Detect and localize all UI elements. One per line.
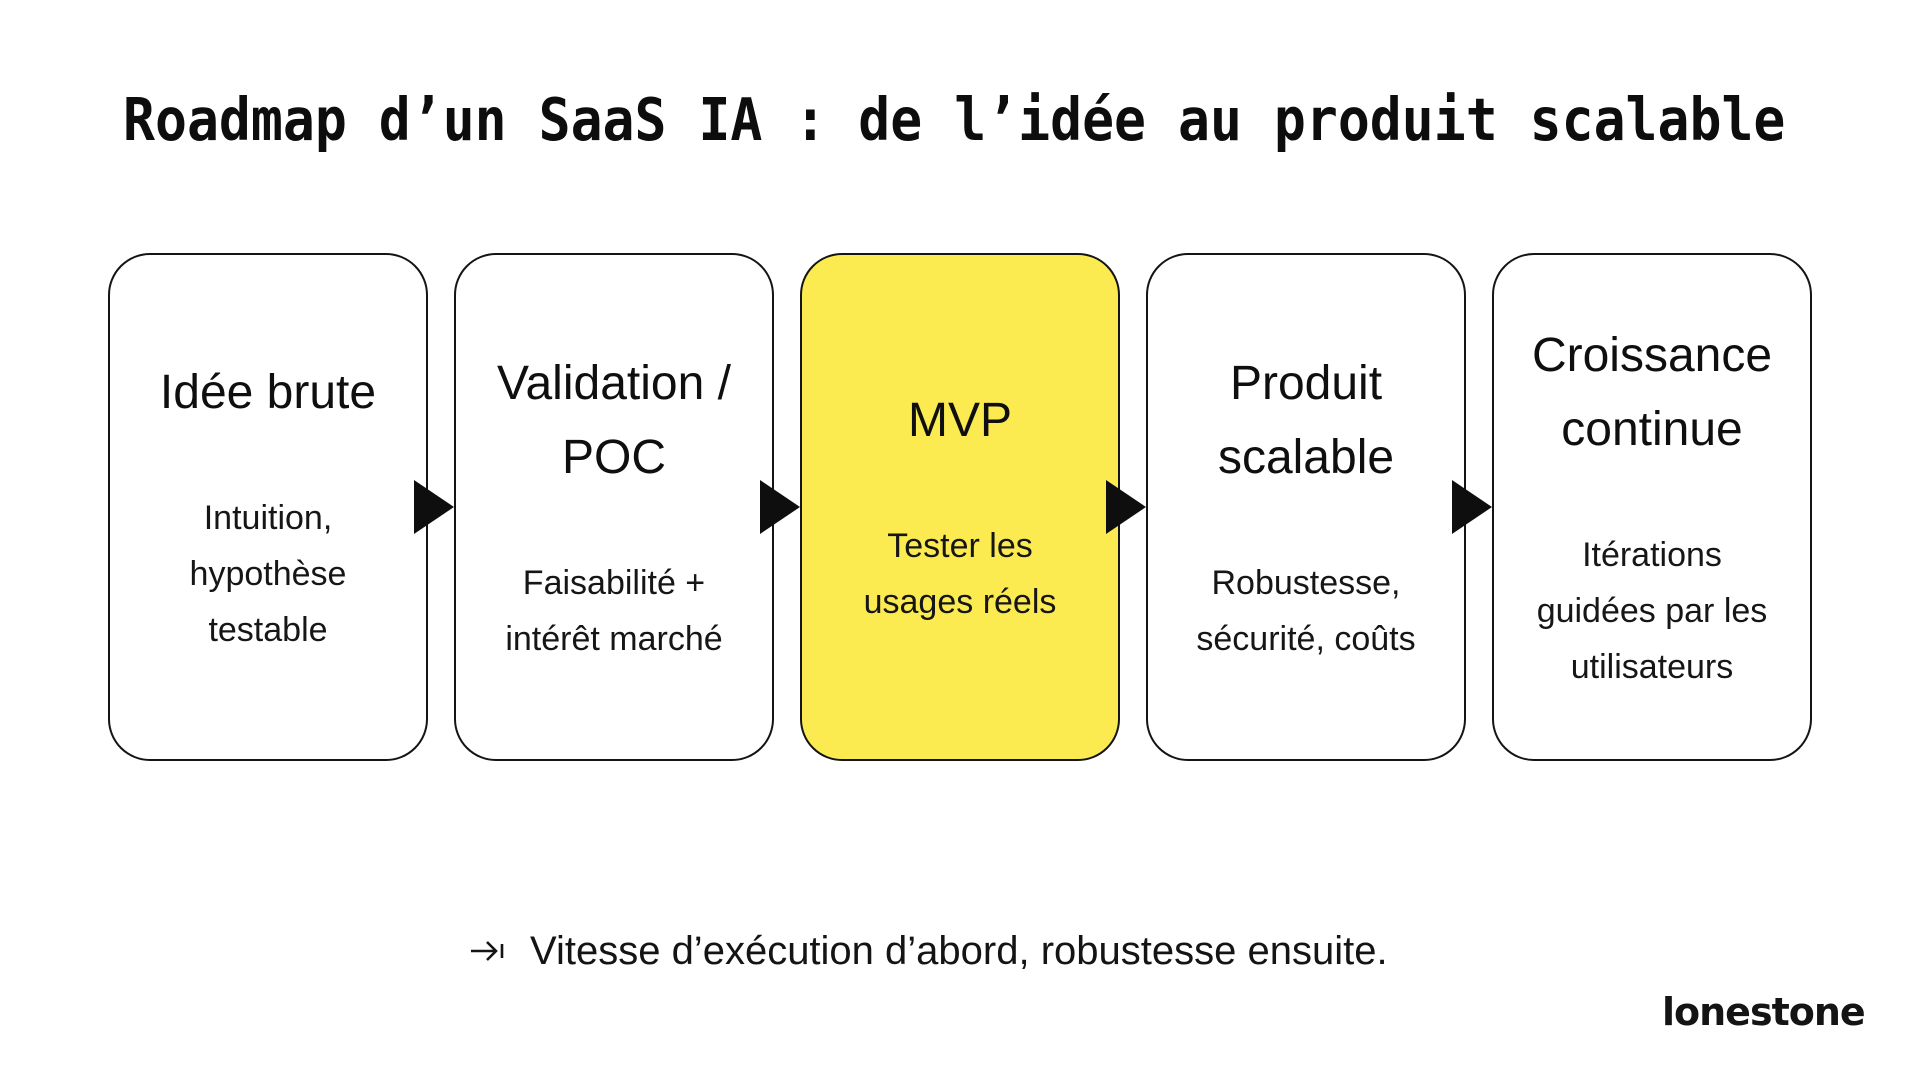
arrow-right-icon xyxy=(1452,480,1492,534)
stage-title: Idée brute xyxy=(159,366,377,419)
arrow-to-bar-icon xyxy=(471,941,504,961)
stage-mvp: MVP Tester les usages réels xyxy=(800,253,1120,761)
stage-title: MVP xyxy=(907,394,1012,447)
stage-croissance-continue: Croissance continue Itérations guidées p… xyxy=(1492,253,1812,761)
arrow-right-icon xyxy=(414,480,454,534)
page-title: Roadmap d’un SaaS IA : de l’idée au prod… xyxy=(123,85,1786,154)
stage-title: Croissance continue xyxy=(1531,329,1773,456)
stage-produit-scalable: Produit scalable Robustesse, sécurité, c… xyxy=(1146,253,1466,761)
footnote: Vitesse d’exécution d’abord, robustesse … xyxy=(470,926,1388,976)
stage-description: Itérations guidées par les utilisateurs xyxy=(1536,536,1768,686)
arrow-right-icon xyxy=(1106,480,1146,534)
stage-description: Tester les usages réels xyxy=(863,527,1057,621)
stage-description: Faisabilité + intérêt marché xyxy=(505,564,723,658)
footnote-text: Vitesse d’exécution d’abord, robustesse … xyxy=(530,929,1388,973)
stage-description: Robustesse, sécurité, coûts xyxy=(1196,564,1416,658)
stage-title: Produit scalable xyxy=(1217,357,1395,484)
stage-validation-poc: Validation / POC Faisabilité + intérêt m… xyxy=(454,253,774,761)
stage-description: Intuition, hypothèse testable xyxy=(189,499,347,649)
stage-title: Validation / POC xyxy=(497,357,731,484)
lonestone-logo: lonestone xyxy=(1662,990,1866,1034)
arrow-right-icon xyxy=(760,480,800,534)
stage-idee-brute: Idée brute Intuition, hypothèse testable xyxy=(108,253,428,761)
roadmap-flow: Idée brute Intuition, hypothèse testable… xyxy=(108,253,1812,761)
